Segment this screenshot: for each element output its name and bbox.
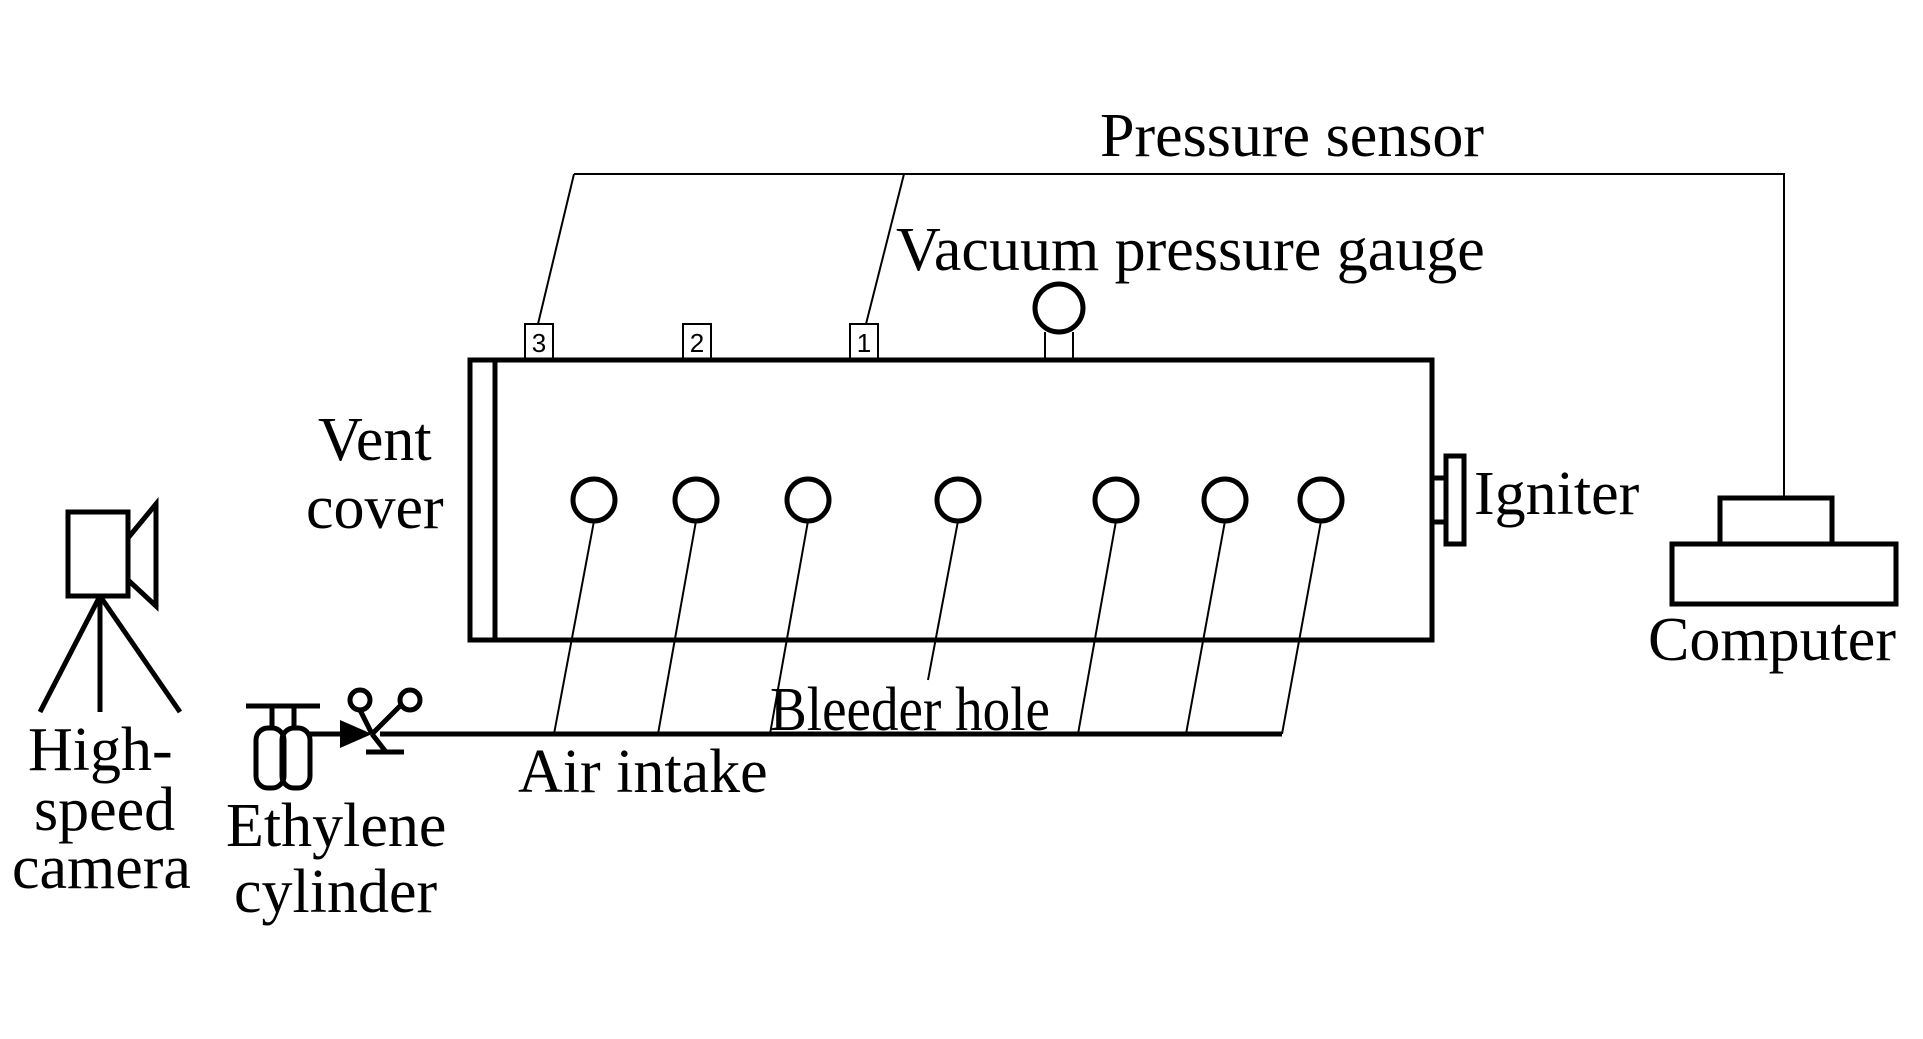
hole-leader	[553, 520, 595, 735]
sensor-3-number: 3	[532, 328, 546, 358]
ethylene-cylinder-icon	[246, 703, 320, 791]
valve-icon	[310, 687, 423, 755]
camera-label-2: speed	[34, 776, 175, 844]
computer-label: Computer	[1648, 606, 1896, 674]
hole-leader	[769, 520, 809, 735]
sensor-1-number: 1	[857, 328, 871, 358]
bleeder-hole-label: Bleeder hole	[770, 676, 1050, 744]
high-speed-camera-icon	[37, 497, 183, 714]
hole-leader	[1077, 520, 1117, 735]
tube-hole	[1092, 476, 1140, 524]
sensor-1-lead	[865, 173, 905, 325]
pressure-sensor-1: 1	[849, 323, 879, 361]
vacuum-pressure-gauge	[1032, 281, 1086, 360]
tube-hole	[570, 476, 618, 524]
vent-cover-label-1: Vent	[318, 406, 432, 474]
ethylene-label-2: cylinder	[234, 858, 437, 926]
tube-hole	[934, 476, 982, 524]
hole-leader	[1185, 520, 1226, 735]
hole-leader	[927, 520, 959, 681]
tube-hole	[672, 476, 720, 524]
pressure-sensor-3: 3	[524, 323, 554, 361]
tube-hole	[784, 476, 832, 524]
sensor-2-number: 2	[690, 328, 704, 358]
sensor-3-lead	[537, 173, 575, 325]
hole-leader	[657, 520, 697, 735]
pressure-sensor-cable	[574, 173, 1785, 498]
pressure-sensor-2: 2	[682, 323, 712, 361]
tube-hole	[1201, 476, 1249, 524]
computer-icon	[1669, 495, 1899, 607]
vacuum-gauge-label: Vacuum pressure gauge	[896, 216, 1485, 284]
camera-label-1: High-	[28, 716, 173, 784]
igniter-label: Igniter	[1474, 460, 1640, 528]
igniter	[1429, 453, 1467, 547]
tube-hole	[1297, 476, 1345, 524]
camera-label-3: camera	[12, 834, 191, 902]
vent-cover-label-2: cover	[306, 474, 444, 542]
ethylene-label-1: Ethylene	[226, 792, 446, 860]
hole-leader	[1281, 520, 1322, 735]
pressure-sensor-label: Pressure sensor	[1100, 102, 1484, 170]
air-intake-label: Air intake	[518, 738, 768, 806]
